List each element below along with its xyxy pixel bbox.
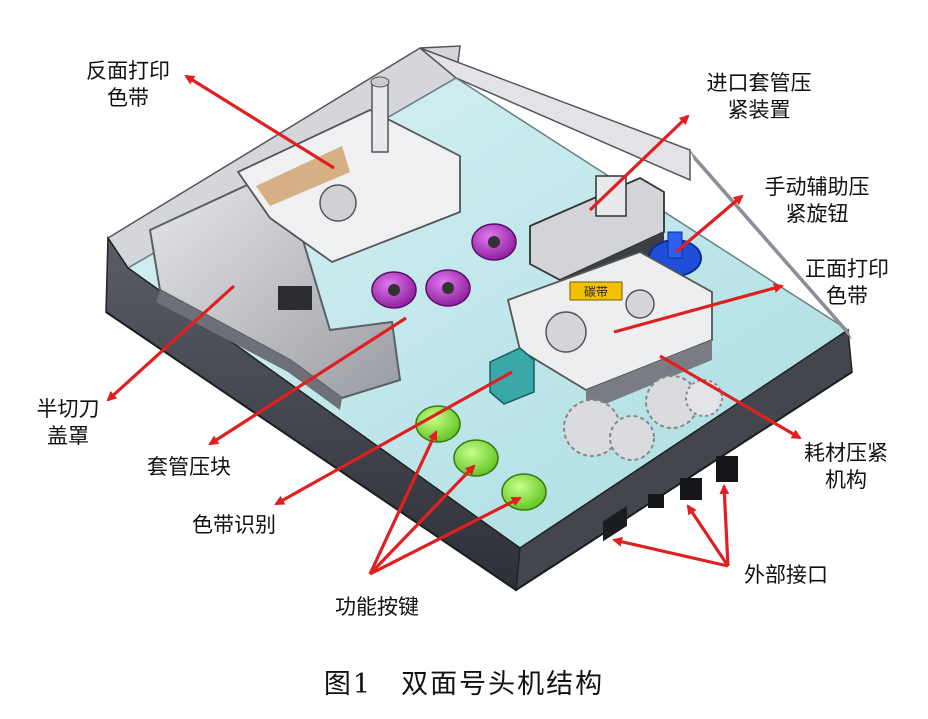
function-button-2: [453, 439, 499, 477]
arrow-back-ribbon: [184, 74, 335, 170]
back-ribbon-assembly: [236, 76, 461, 264]
label-external-ports: 外部接口: [744, 563, 828, 587]
arrow-port-3: [719, 484, 730, 567]
purple-rollers: [371, 223, 517, 309]
arrow-half-cutter: [106, 284, 236, 402]
port-cutouts: [603, 456, 738, 542]
arrow-ribbon-id: [274, 370, 513, 506]
arrow-key-3: [369, 496, 522, 576]
arrow-port-1: [612, 536, 729, 568]
callout-arrows: [106, 74, 802, 576]
arrow-key-1: [368, 430, 438, 575]
half-cutter-cover: [148, 178, 402, 410]
arrow-manual-knob: [674, 194, 744, 254]
gear-train: [563, 375, 723, 461]
label-half-cutter-cover: 半切刀 盖罩: [36, 397, 100, 448]
printer-structure-diagram: 碳带: [105, 45, 853, 592]
label-front-ribbon: 正面打印 色带: [805, 257, 889, 308]
label-ribbon-id: 色带识别: [192, 513, 276, 537]
arrow-port-2: [686, 504, 730, 567]
figure-caption: 图1 双面号头机结构: [323, 669, 605, 700]
function-buttons: [415, 405, 547, 511]
label-back-ribbon: 反面打印 色带: [86, 59, 170, 110]
label-sleeve-press-block: 套管压块: [147, 455, 231, 479]
arrow-key-2: [368, 464, 476, 576]
label-manual-knob: 手动辅助压 紧旋钮: [764, 175, 870, 226]
function-button-1: [415, 405, 461, 443]
label-function-keys: 功能按键: [335, 595, 419, 619]
label-inlet-clamp: 进口套管压 紧装置: [706, 71, 812, 122]
label-consumable-clamp: 耗材压紧 机构: [804, 441, 888, 492]
arrow-sleeve-press: [208, 316, 407, 446]
ribbon-tag-text: 碳带: [584, 285, 608, 299]
sleeve-press-block: [489, 347, 535, 405]
arrow-consumable-clamp: [659, 354, 802, 440]
arrow-front-ribbon: [613, 283, 784, 334]
arrow-inlet-clamp: [588, 114, 690, 212]
